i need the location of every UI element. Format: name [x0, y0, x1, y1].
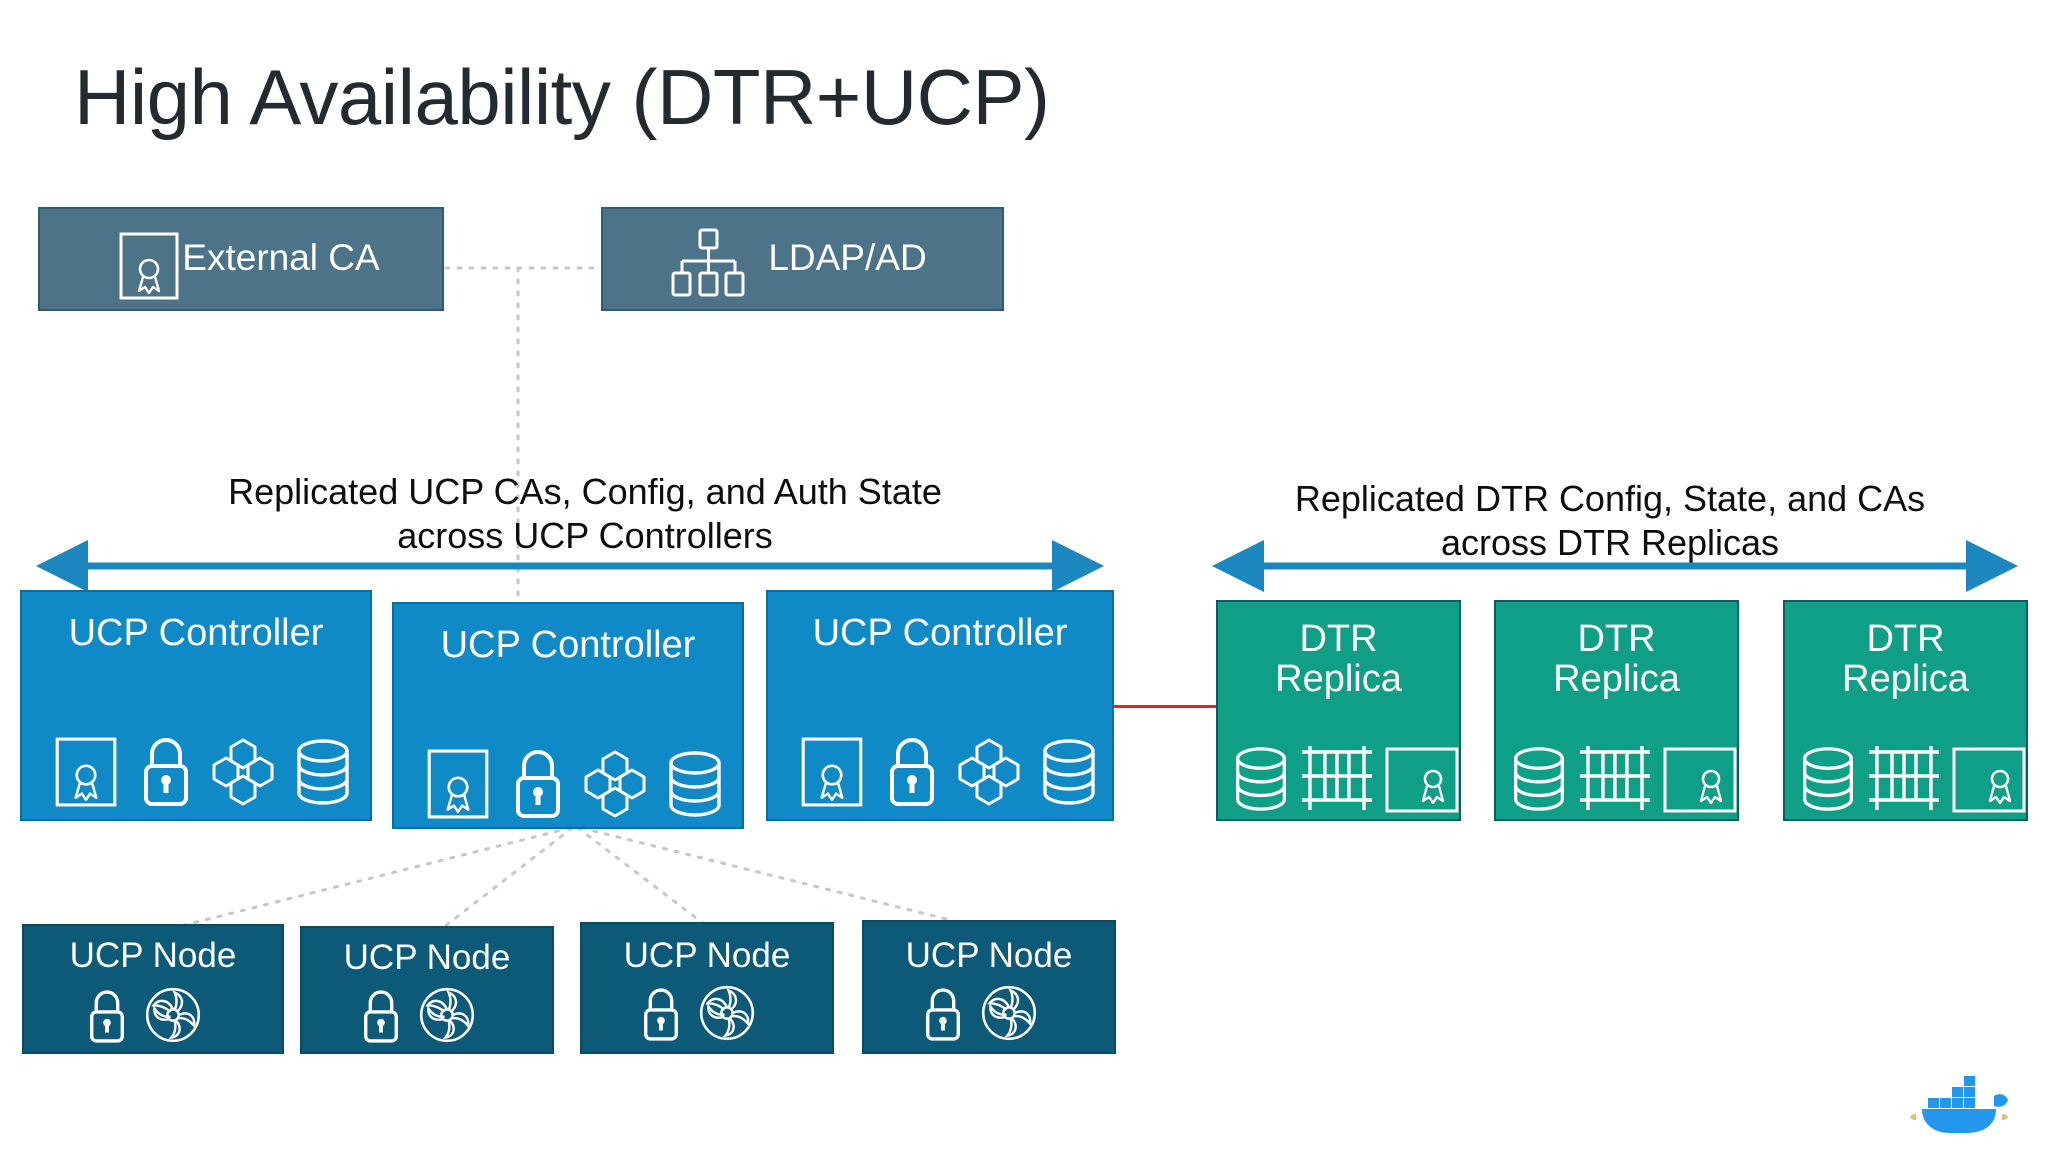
docker-whale-icon	[1910, 1076, 2008, 1133]
ucp-controller-1-label: UCP Controller	[68, 612, 324, 654]
ucp-node-3[interactable]: UCP Node	[580, 922, 834, 1054]
ucp-node-1-icons	[86, 986, 202, 1044]
ucp-controller-2-icons	[424, 744, 724, 820]
certificate-icon	[119, 232, 179, 300]
ucp-node-4[interactable]: UCP Node	[862, 920, 1116, 1054]
swarm-icon	[958, 738, 1020, 806]
dtr-replica-2-label: DTR Replica	[1553, 618, 1680, 700]
ucp-controller-1-icons	[52, 732, 352, 808]
dtr-replica-1-icons	[1232, 742, 1460, 814]
dtr-replica-3-label: DTR Replica	[1842, 618, 1969, 700]
ucp-node-4-label: UCP Node	[905, 936, 1073, 975]
dotted-line-controller-to-node-3	[576, 826, 714, 932]
engine-icon	[145, 987, 201, 1043]
dtr-replica-1-label: DTR Replica	[1275, 618, 1402, 700]
external-ca-label: External CA	[182, 237, 380, 278]
external-ca-box[interactable]: External CA	[38, 207, 444, 311]
dtr-replica-2[interactable]: DTR Replica	[1494, 600, 1739, 821]
ucp-controller-1[interactable]: UCP Controller	[20, 590, 372, 821]
lock-icon	[926, 988, 960, 1041]
dotted-line-controller-to-node-1	[163, 826, 572, 932]
engine-icon	[699, 985, 755, 1041]
ucp-node-3-label: UCP Node	[623, 936, 791, 975]
ucp-controller-2[interactable]: UCP Controller	[392, 602, 744, 829]
certificate-icon	[1385, 747, 1459, 813]
lock-icon	[364, 990, 398, 1043]
ucp-node-2-label: UCP Node	[343, 938, 511, 977]
controller-to-replica-link	[1112, 705, 1216, 708]
ucp-controller-3[interactable]: UCP Controller	[766, 590, 1114, 821]
ucp-node-2[interactable]: UCP Node	[300, 926, 554, 1054]
certificate-icon	[1663, 747, 1737, 813]
swarm-icon	[212, 738, 274, 806]
external-ca-icons	[118, 231, 180, 301]
certificate-icon	[801, 737, 863, 807]
ucp-controller-3-label: UCP Controller	[812, 612, 1068, 654]
dtr-replica-2-icons	[1510, 742, 1738, 814]
ucp-controller-3-icons	[798, 732, 1098, 808]
dtr-replica-3-icons	[1799, 742, 2027, 814]
dtr-replica-1[interactable]: DTR Replica	[1216, 600, 1461, 821]
ldap-ad-icons	[665, 227, 751, 301]
engine-icon	[419, 987, 475, 1043]
dtr-replica-3[interactable]: DTR Replica	[1783, 600, 2028, 821]
database-icon	[1803, 747, 1853, 811]
lock-icon	[90, 990, 124, 1043]
ucp-replication-caption: Replicated UCP CAs, Config, and Auth Sta…	[228, 471, 942, 556]
storage-rack-icon	[1302, 746, 1372, 810]
database-icon	[1514, 747, 1564, 811]
docker-whale-logo	[1908, 1068, 2012, 1136]
swarm-icon	[584, 750, 646, 818]
ucp-node-3-icons	[640, 984, 756, 1042]
org-chart-icon	[671, 228, 745, 297]
ldap-ad-box[interactable]: LDAP/AD	[601, 207, 1004, 311]
lock-icon	[144, 738, 188, 806]
ucp-node-1-label: UCP Node	[69, 936, 237, 975]
page-title: High Availability (DTR+UCP)	[74, 53, 1050, 141]
ucp-node-2-icons	[360, 986, 476, 1044]
database-icon	[1043, 739, 1095, 805]
lock-icon	[516, 750, 560, 818]
database-icon	[297, 739, 349, 805]
storage-rack-icon	[1580, 746, 1650, 810]
ucp-node-4-icons	[922, 984, 1038, 1042]
certificate-icon	[1952, 747, 2026, 813]
certificate-icon	[427, 749, 489, 819]
dtr-replication-caption: Replicated DTR Config, State, and CAs ac…	[1294, 478, 1926, 563]
lock-icon	[644, 988, 678, 1041]
storage-rack-icon	[1869, 746, 1939, 810]
database-icon	[1236, 747, 1286, 811]
engine-icon	[981, 985, 1037, 1041]
ldap-ad-label: LDAP/AD	[768, 237, 927, 278]
certificate-icon	[55, 737, 117, 807]
database-icon	[669, 751, 721, 817]
dotted-line-controller-to-node-2	[438, 826, 574, 932]
ucp-node-1[interactable]: UCP Node	[22, 924, 284, 1054]
lock-icon	[890, 738, 934, 806]
ucp-controller-2-label: UCP Controller	[440, 624, 696, 666]
dotted-line-controller-to-node-4	[580, 826, 992, 932]
